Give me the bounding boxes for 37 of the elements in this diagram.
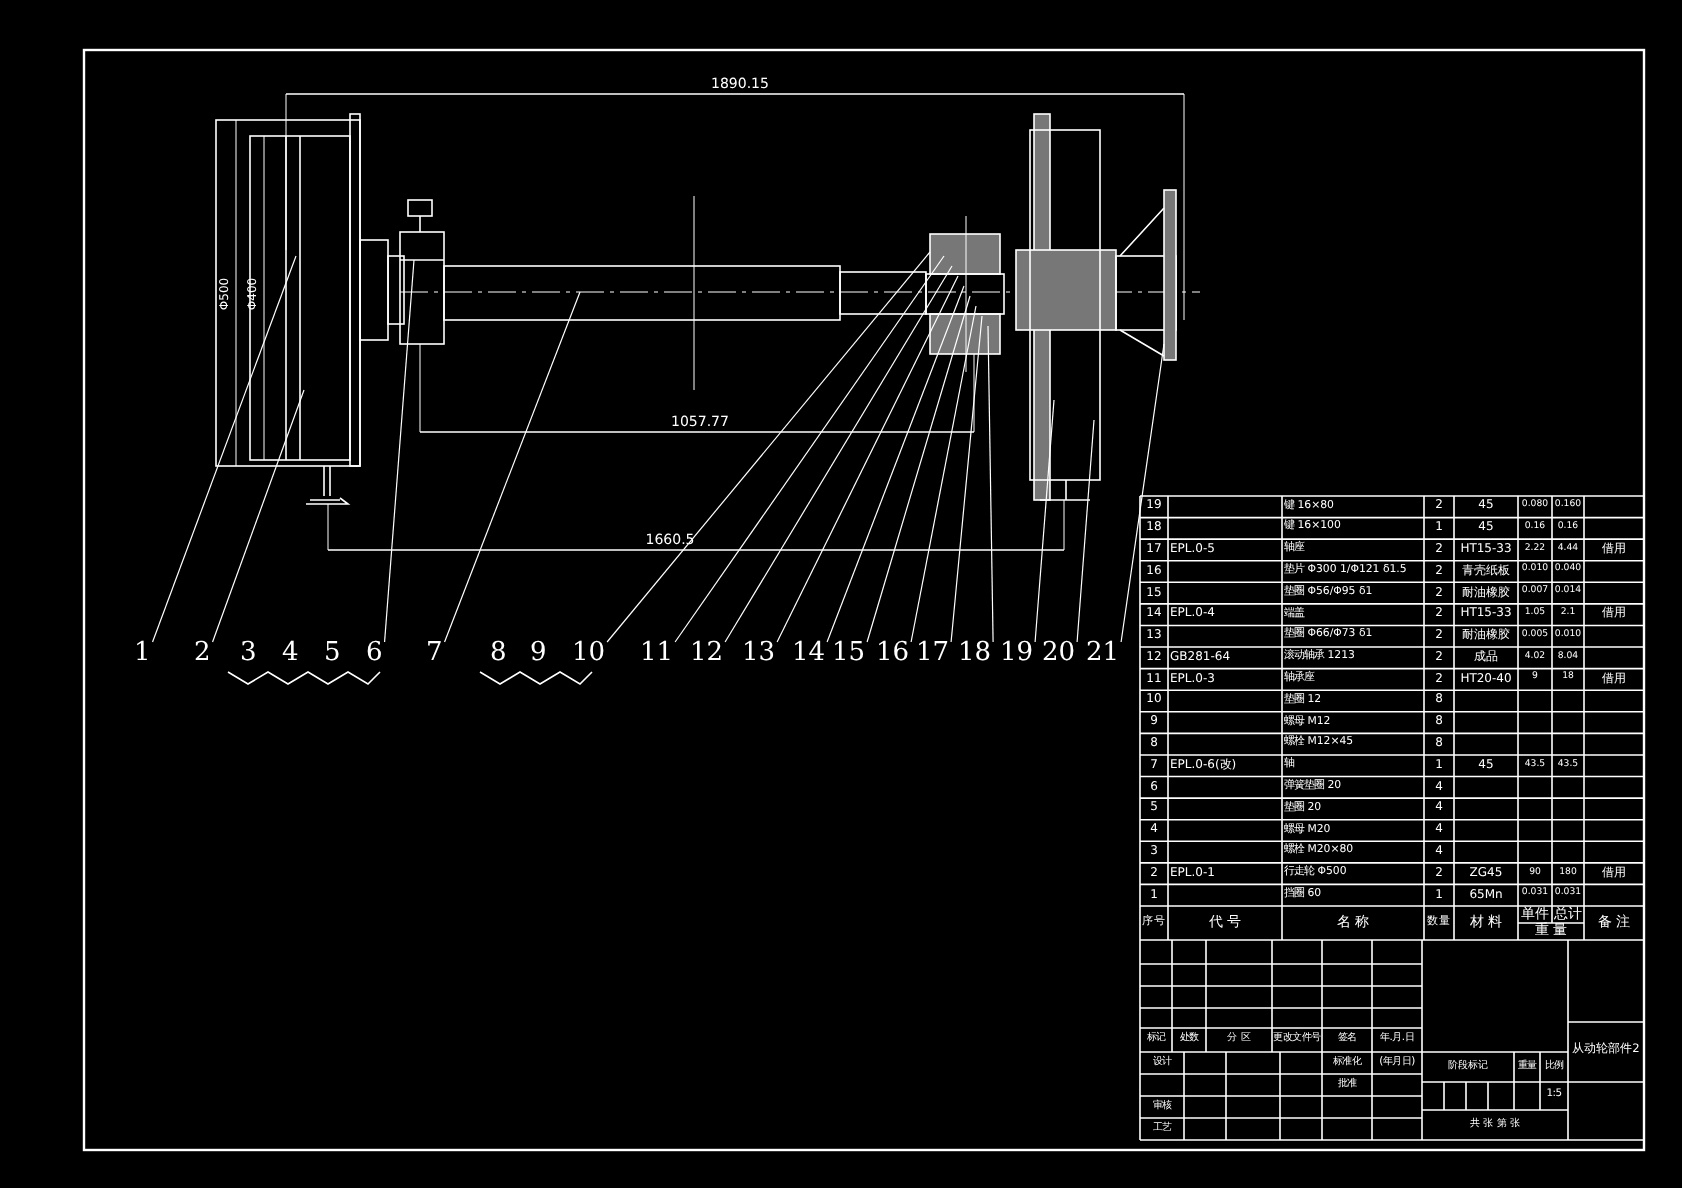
callout-number: 13: [742, 640, 776, 666]
callout-number: 4: [282, 640, 299, 666]
leader-line: [1034, 399, 1055, 643]
callout-number: 17: [916, 640, 950, 666]
callout-number: 1: [134, 640, 151, 666]
callout-number: 20: [1042, 640, 1076, 666]
callout-number: 8: [490, 640, 507, 666]
callout-number: 11: [640, 640, 674, 666]
leader-line: [443, 291, 581, 643]
callout-number: 16: [876, 640, 910, 666]
leader-line: [724, 265, 953, 643]
callout-number: 12: [690, 640, 724, 666]
callout-number: 18: [958, 640, 992, 666]
leader-line: [211, 389, 305, 643]
leader-line: [674, 255, 945, 643]
callout-number: 15: [832, 640, 866, 666]
callout-number: 3: [240, 640, 257, 666]
leader-line: [950, 315, 983, 643]
leader-line: [1076, 419, 1095, 643]
leader-line: [866, 295, 971, 643]
callout-number: 19: [1000, 640, 1034, 666]
leader-line: [910, 305, 977, 643]
leader-line: [987, 325, 994, 643]
callout-number: 7: [426, 640, 443, 666]
callout-number: 14: [792, 640, 826, 666]
callout-number: 10: [572, 640, 606, 666]
leader-line: [826, 285, 965, 643]
callout-number: 5: [324, 640, 341, 666]
leader-line: [383, 259, 415, 643]
callout-number: 21: [1086, 640, 1120, 666]
callout-number: 6: [366, 640, 383, 666]
leader-line: [606, 251, 931, 643]
leader-line: [1120, 343, 1165, 643]
leader-line: [151, 255, 297, 643]
callout-number: 9: [530, 640, 547, 666]
callout-number: 2: [194, 640, 211, 666]
leader-line: [776, 275, 959, 643]
